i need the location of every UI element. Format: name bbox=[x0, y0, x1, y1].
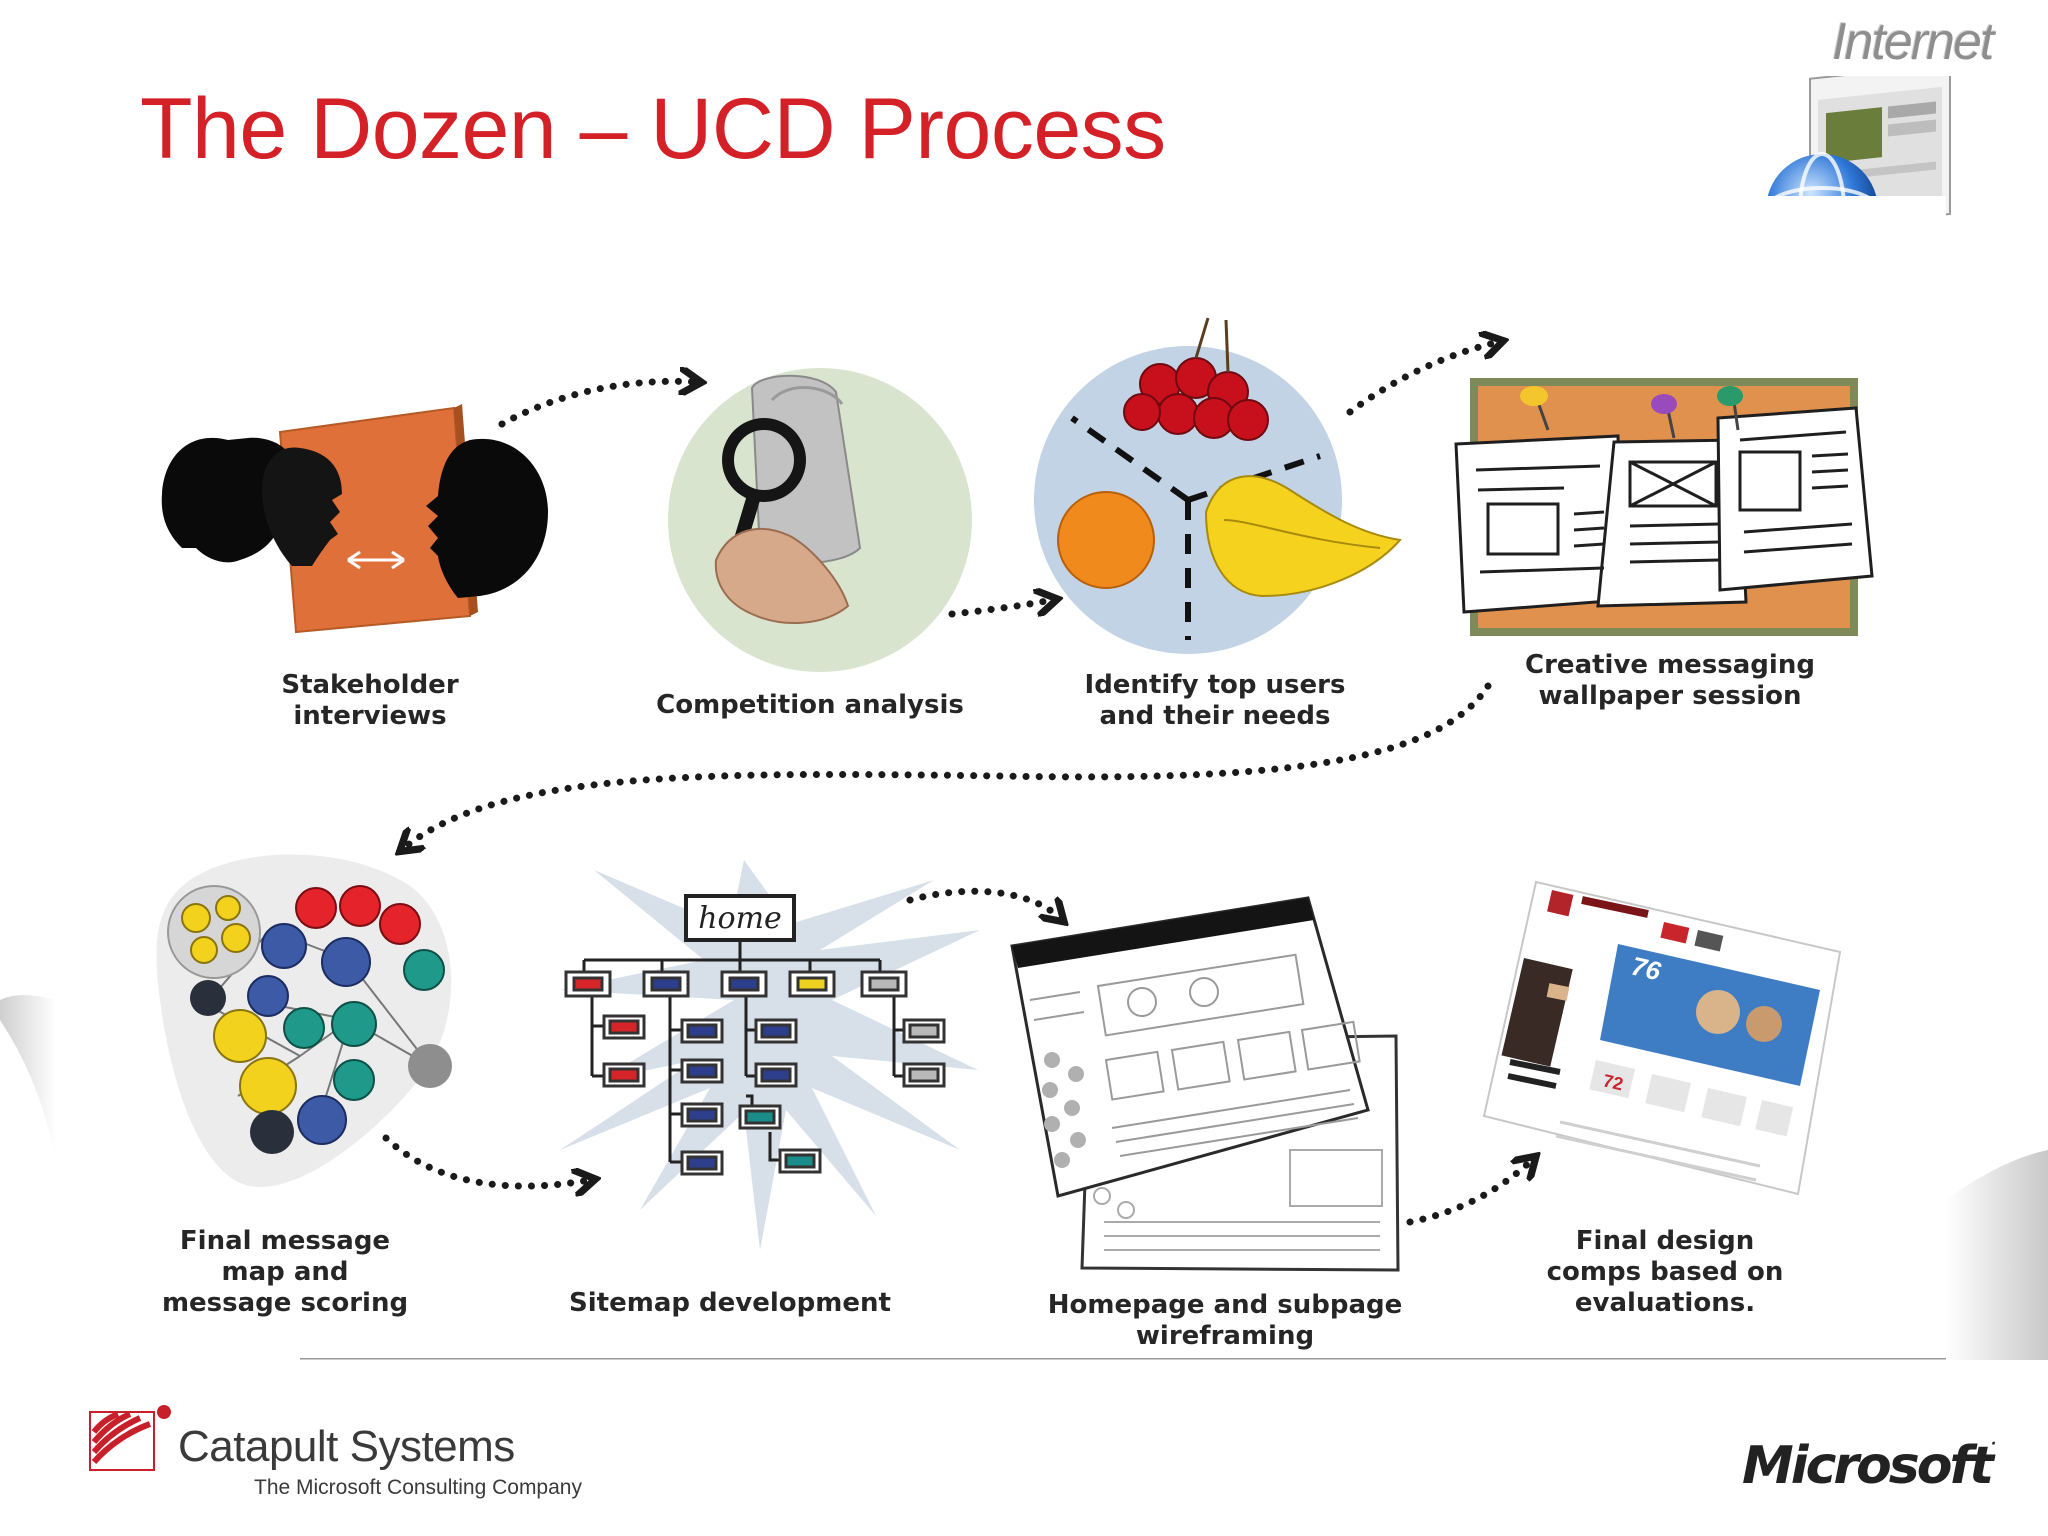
arrow-1-to-2 bbox=[498, 381, 696, 428]
catapult-logo-icon bbox=[89, 1405, 171, 1471]
step-label-sitemap-development: Sitemap development bbox=[569, 1288, 891, 1318]
message-map-icon bbox=[156, 854, 452, 1188]
step-label-wireframing: Homepage and subpage wireframing bbox=[1047, 1290, 1403, 1351]
footer-tagline: The Microsoft Consulting Company bbox=[254, 1476, 582, 1499]
magnifier-icon bbox=[668, 368, 972, 672]
stakeholder-faces-icon bbox=[161, 404, 548, 634]
arrow-2-to-3 bbox=[948, 600, 1052, 618]
sitemap-tree-icon: home bbox=[560, 860, 980, 1250]
arrow-3-to-4 bbox=[1346, 342, 1498, 416]
slide-title: The Dozen – UCD Process bbox=[140, 81, 1166, 177]
microsoft-logo: Microsoft· bbox=[1742, 1436, 1997, 1496]
sitemap-root-label: home bbox=[698, 901, 782, 936]
arrow-5-to-6 bbox=[382, 1134, 590, 1186]
step-label-identify-top-users: Identify top users and their needs bbox=[1084, 670, 1346, 731]
internet-label: Internet bbox=[1832, 13, 1994, 71]
wireframe-sheets-icon bbox=[1010, 896, 1400, 1272]
step-label-stakeholder-interviews: Stakeholder interviews bbox=[281, 670, 459, 731]
step-label-final-design-comps: Final design comps based on evaluations. bbox=[1546, 1226, 1784, 1318]
fruit-segments-icon bbox=[1034, 317, 1402, 654]
svg-text:72: 72 bbox=[1601, 1070, 1625, 1094]
flow-arrows bbox=[382, 342, 1532, 1226]
pinboard-sketches-icon bbox=[1454, 378, 1874, 636]
step-label-competition-analysis: Competition analysis bbox=[656, 690, 964, 720]
microsoft-logo-text: Microsoft bbox=[1742, 1436, 1994, 1496]
step-label-final-message-map: Final message map and message scoring bbox=[161, 1226, 409, 1318]
arrow-7-to-8 bbox=[1406, 1160, 1532, 1226]
footer-company-name: Catapult Systems bbox=[178, 1422, 515, 1471]
arrow-4-to-5 bbox=[404, 682, 1492, 848]
arrow-6-to-7 bbox=[906, 887, 1060, 918]
step-label-creative-messaging: Creative messaging wallpaper session bbox=[1525, 650, 1815, 711]
design-comp-icon: 76 72 bbox=[1482, 880, 1842, 1196]
